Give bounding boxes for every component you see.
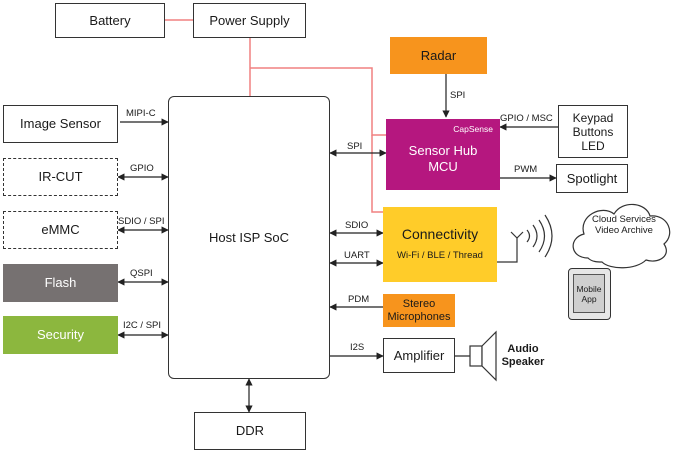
host-isp-soc-label: Host ISP SoC xyxy=(209,229,289,245)
stereo-label-line1: Stereo xyxy=(402,297,436,310)
connectivity-label: Connectivity xyxy=(401,225,479,242)
gpio-msc-label: GPIO / MSC xyxy=(500,113,553,124)
cloud-label-line2: Video Archive xyxy=(595,225,653,236)
qspi-label: QSPI xyxy=(130,268,153,279)
flash-label: Flash xyxy=(44,275,77,290)
ir-cut-label: IR-CUT xyxy=(38,169,83,184)
keypad-label-line3: LED xyxy=(581,138,605,153)
sensor-hub-mcu-block: CapSense Sensor Hub MCU xyxy=(386,119,500,190)
capsense-badge: CapSense xyxy=(453,124,493,134)
spi-host-hub-label: SPI xyxy=(347,141,363,152)
flash-block: Flash xyxy=(3,264,118,302)
speaker-icon xyxy=(469,330,497,382)
amplifier-label: Amplifier xyxy=(393,347,445,363)
sensor-hub-label-line2: MCU xyxy=(428,158,458,174)
mobile-label-line2: App xyxy=(581,293,597,304)
stereo-microphones-block: Stereo Microphones xyxy=(383,294,455,327)
emmc-label: eMMC xyxy=(41,222,80,237)
mobile-app-screen: Mobile App xyxy=(573,274,605,313)
audio-speaker-text: Audio Speaker xyxy=(498,343,548,369)
mipi-c-label: MIPI-C xyxy=(126,108,156,119)
speaker-label-line1: Audio xyxy=(507,343,539,355)
keypad-label-line1: Keypad xyxy=(572,110,614,125)
i2c-spi-label: I2C / SPI xyxy=(123,320,162,331)
pdm-label: PDM xyxy=(348,294,370,305)
sensor-hub-label-line1: Sensor Hub xyxy=(408,142,478,158)
ir-cut-block: IR-CUT xyxy=(3,158,118,196)
cloud-services-text: Cloud Services Video Archive xyxy=(578,214,670,236)
emmc-block: eMMC xyxy=(3,211,118,249)
stereo-label-line2: Microphones xyxy=(387,310,451,323)
spotlight-label: Spotlight xyxy=(566,170,618,186)
image-sensor-label: Image Sensor xyxy=(20,116,101,131)
connectivity-block: Connectivity Wi-Fi / BLE / Thread xyxy=(383,207,497,282)
keypad-block: Keypad Buttons LED xyxy=(558,105,628,158)
battery-block: Battery xyxy=(55,3,165,38)
security-label: Security xyxy=(37,327,84,342)
mobile-label-line1: Mobile xyxy=(576,283,602,294)
battery-label: Battery xyxy=(89,12,131,28)
image-sensor-block: Image Sensor xyxy=(3,105,118,143)
radar-block: Radar xyxy=(390,37,487,74)
sdio-spi-label: SDIO / SPI xyxy=(118,216,165,227)
sdio-label: SDIO xyxy=(345,220,369,231)
spotlight-block: Spotlight xyxy=(556,164,628,193)
cloud-label-line1: Cloud Services xyxy=(592,214,656,225)
amplifier-block: Amplifier xyxy=(383,338,455,373)
connectivity-sublabel: Wi-Fi / BLE / Thread xyxy=(397,249,483,261)
cloud-shape xyxy=(572,203,671,269)
host-isp-soc-block: Host ISP SoC xyxy=(168,96,330,379)
ddr-label: DDR xyxy=(235,423,265,438)
radar-label: Radar xyxy=(420,47,457,63)
speaker-label-line2: Speaker xyxy=(501,356,545,368)
power-supply-label: Power Supply xyxy=(209,12,290,28)
i2s-label: I2S xyxy=(350,342,365,353)
power-supply-block: Power Supply xyxy=(193,3,306,38)
ddr-block: DDR xyxy=(194,412,306,450)
gpio-label: GPIO xyxy=(130,163,154,174)
keypad-label-line2: Buttons xyxy=(572,124,614,139)
antenna-icon xyxy=(497,214,553,263)
pwm-label: PWM xyxy=(514,164,538,175)
uart-label: UART xyxy=(344,250,370,261)
mobile-app-device: Mobile App xyxy=(568,268,611,320)
security-block: Security xyxy=(3,316,118,354)
spi-radar-label: SPI xyxy=(450,90,466,101)
